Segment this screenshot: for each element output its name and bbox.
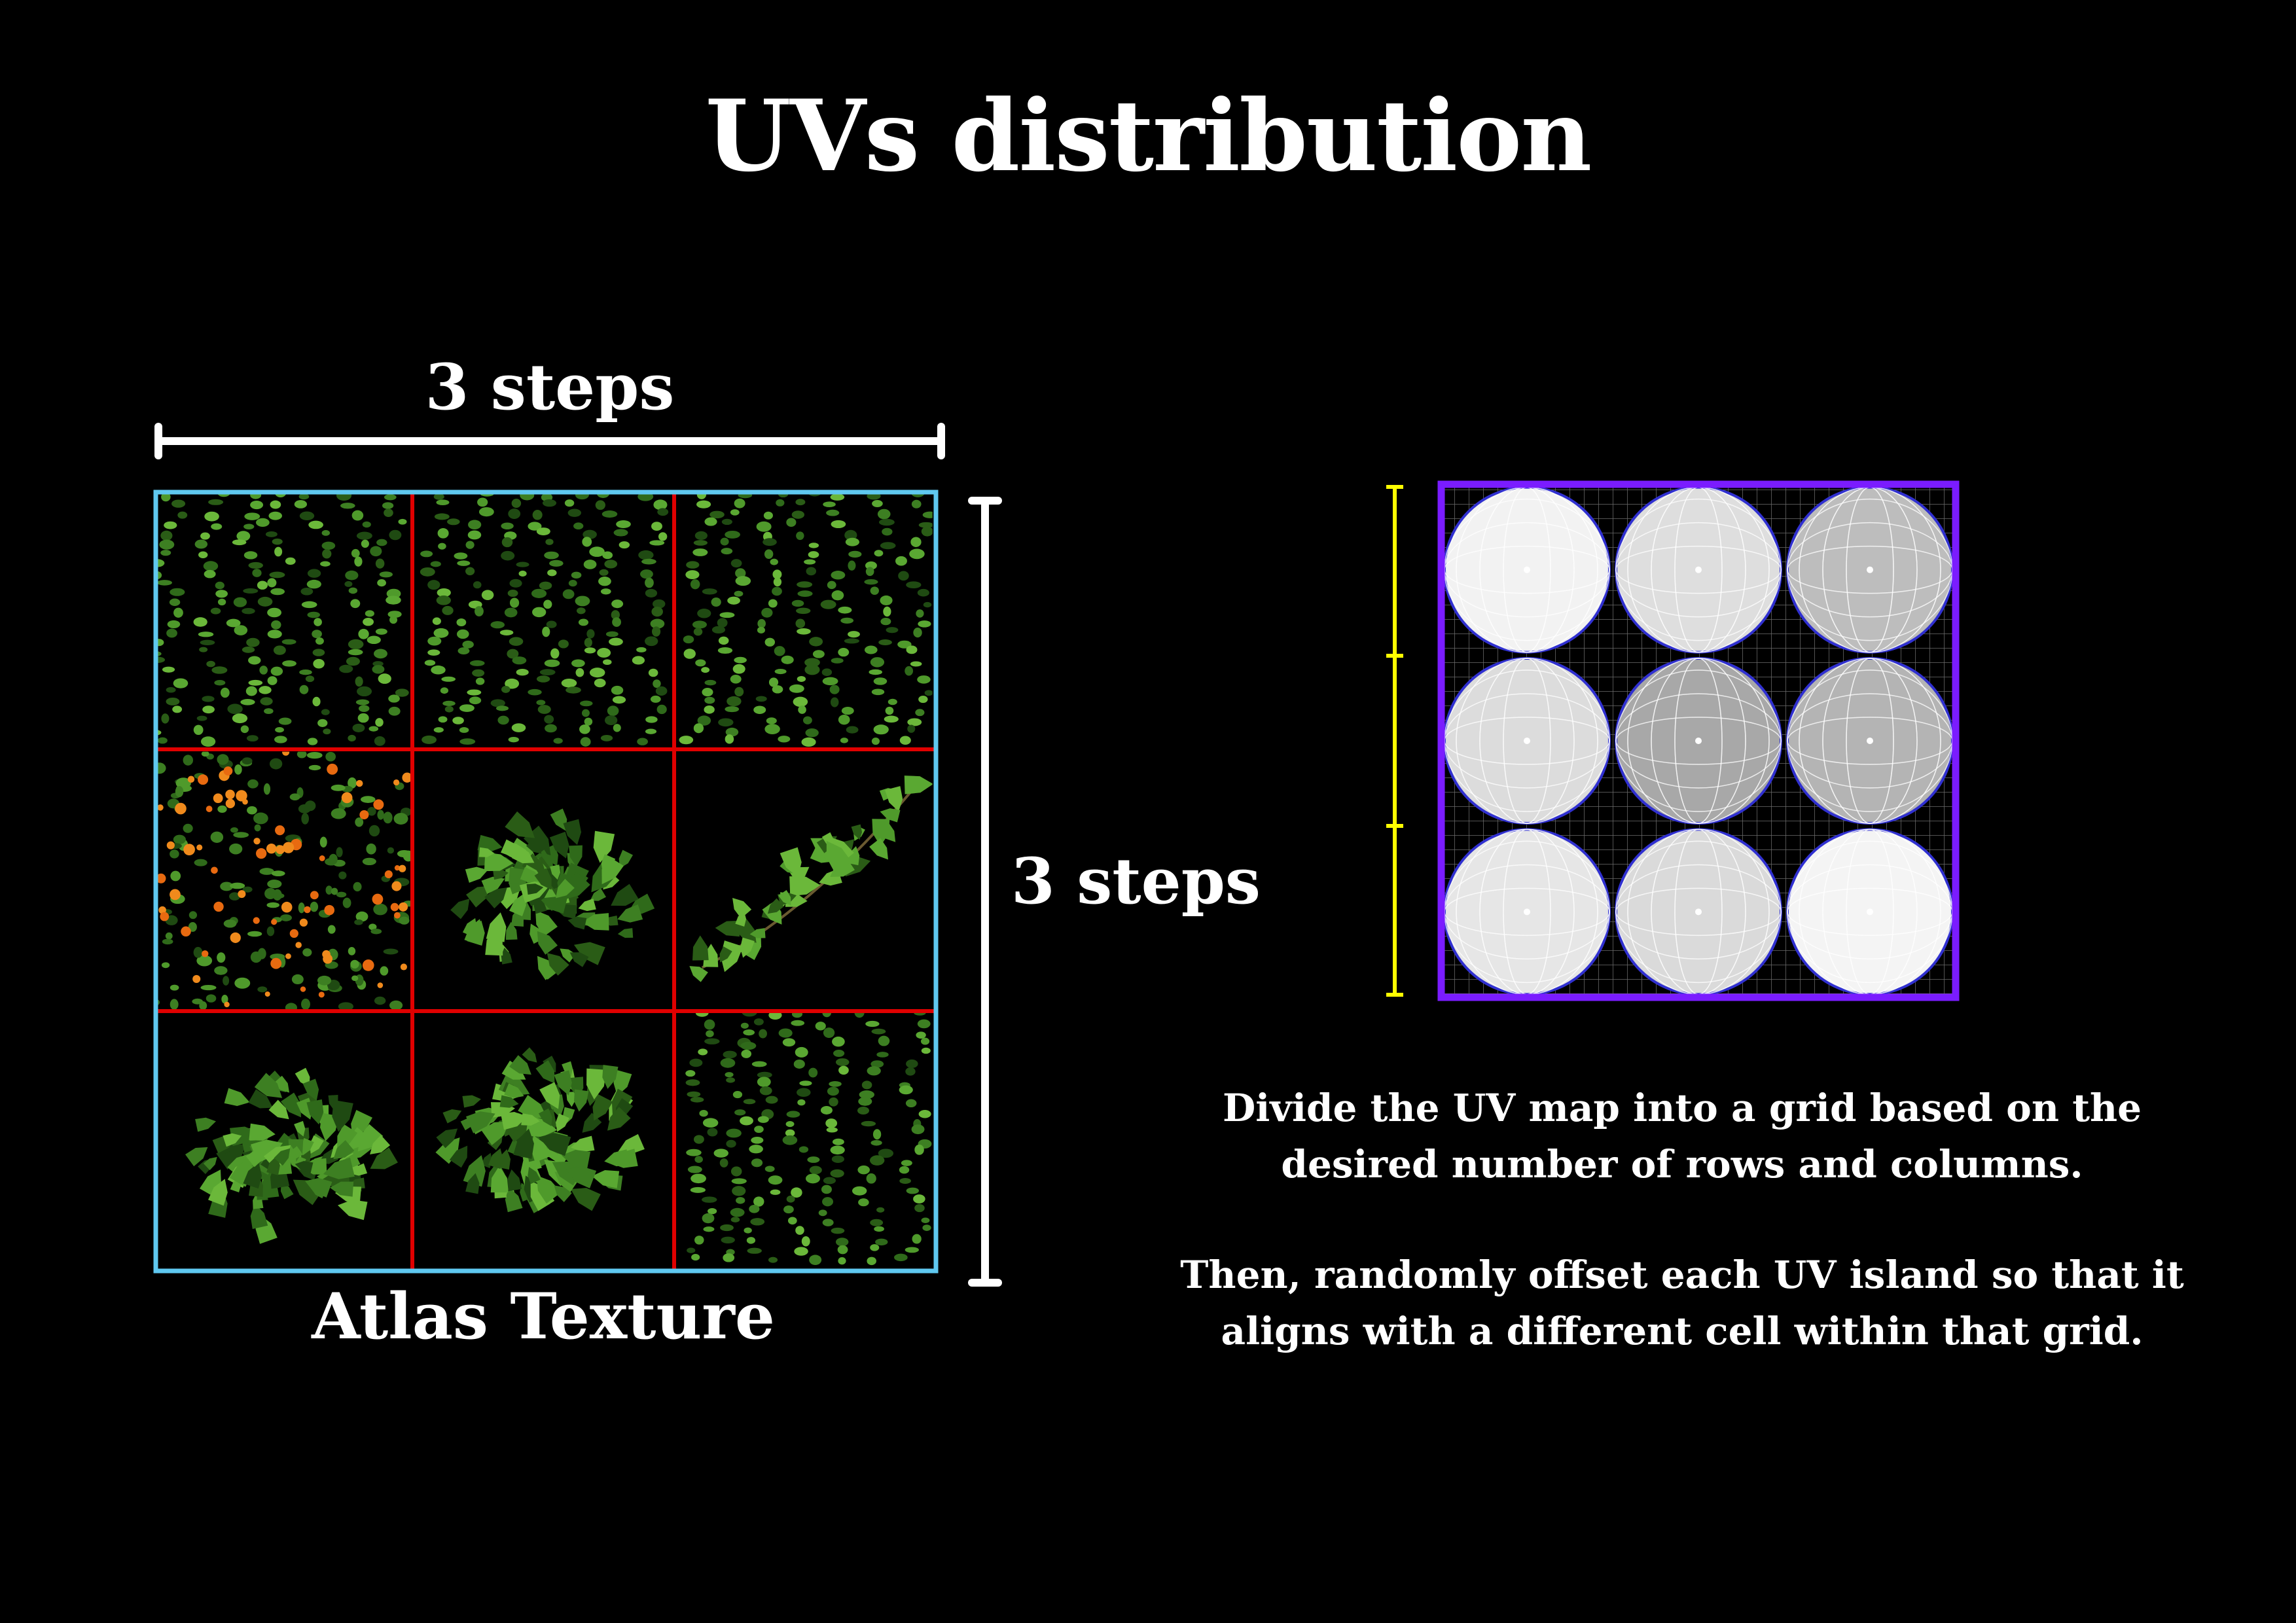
page-title: UVs distribution [705, 79, 1592, 194]
uv-island [1786, 486, 1954, 654]
uv-map [1437, 480, 1960, 1001]
atlas-texture [156, 492, 933, 1266]
atlas-grid-dividers [156, 492, 936, 1271]
atlas-frame [153, 490, 939, 1274]
uv-island [1786, 828, 1954, 996]
atlas-cell [679, 492, 933, 747]
uv-island [1443, 828, 1611, 996]
atlas-cell [185, 1067, 398, 1244]
atlas-cell [689, 776, 933, 982]
atlas-cell [450, 808, 655, 980]
width-steps-label: 3 steps [425, 350, 675, 424]
atlas-caption: Atlas Texture [312, 1279, 775, 1353]
uv-island [1786, 657, 1954, 825]
description-paragraph-2: Then, randomly offset each UV island so … [1180, 1253, 2184, 1353]
description-paragraph-1: Divide the UV map into a grid based on t… [1222, 1086, 2142, 1186]
width-dimension-ruler [154, 423, 945, 459]
atlas-cell [156, 751, 412, 1011]
uv-island [1615, 486, 1782, 654]
uv-island [1443, 486, 1611, 654]
uv-map-frame [1437, 480, 1960, 1001]
uv-island [1443, 657, 1611, 825]
atlas-cell [435, 1047, 645, 1213]
uv-row-ruler [1386, 485, 1403, 997]
atlas-cell [420, 492, 669, 747]
height-steps-label: 3 steps [1011, 844, 1261, 918]
uv-island [1615, 657, 1782, 825]
height-dimension-ruler [968, 497, 1002, 1287]
uv-island [1615, 828, 1782, 996]
atlas-cell [685, 1011, 932, 1266]
atlas-cell [156, 492, 409, 747]
